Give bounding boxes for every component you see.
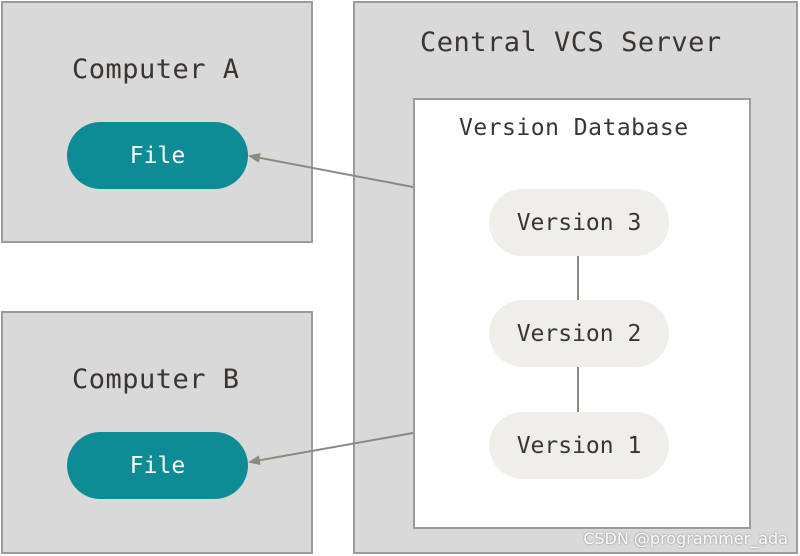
version-3-node: Version 3 [489,189,669,256]
computer-b-file: File [67,432,248,499]
computer-b-title: Computer B [72,364,240,395]
version-1-node: Version 1 [489,412,669,479]
version-database-title: Version Database [459,115,689,141]
arrow-to-computer-b [248,432,414,466]
computer-a-title: Computer A [72,54,240,85]
central-server-title: Central VCS Server [420,27,722,58]
arrow-to-computer-a [248,152,414,188]
version-2-node: Version 2 [489,300,669,367]
computer-a-file: File [67,122,248,189]
csdn-watermark: CSDN @programmer_ada [583,529,788,548]
